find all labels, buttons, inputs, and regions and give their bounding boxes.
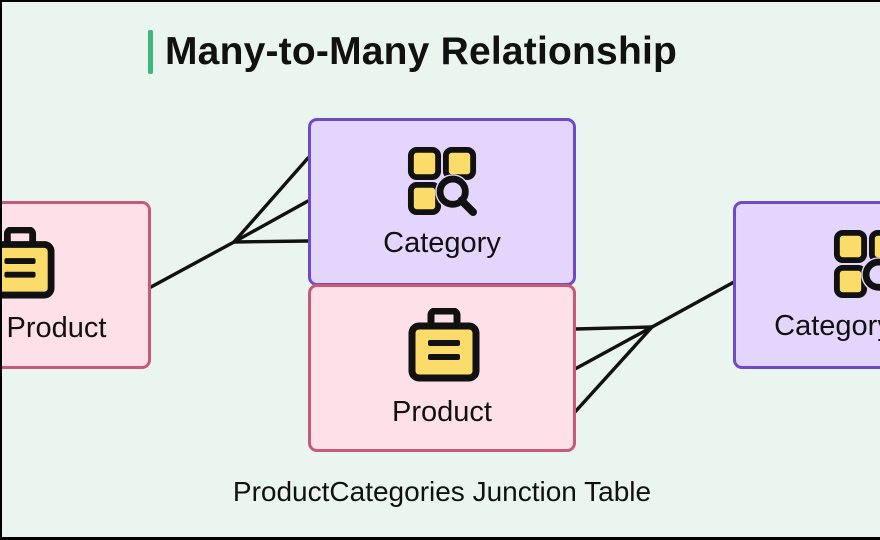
category-search-icon <box>407 146 477 216</box>
title-block: Many-to-Many Relationship <box>148 28 677 76</box>
entity-label-product-center: Product <box>392 396 492 428</box>
briefcase-icon <box>2 227 55 299</box>
entity-product-left: Product <box>2 201 151 369</box>
connector-right-crowfoot-middle <box>573 325 654 371</box>
connector-right-category-stem <box>650 280 736 329</box>
connector-left-crowfoot-middle <box>232 199 310 244</box>
entity-label-category-right: Category <box>774 310 880 342</box>
connector-left-crowfoot-lower <box>232 239 310 244</box>
junction-table-caption: ProductCategories Junction Table <box>232 476 652 507</box>
category-search-icon <box>833 229 880 299</box>
entity-label-category-center: Category <box>383 227 501 259</box>
briefcase-icon <box>408 308 480 382</box>
diagram-title: Many-to-Many Relationship <box>165 30 678 73</box>
entity-product-center: Product <box>308 284 576 452</box>
entity-label-product-left: Product <box>6 312 107 344</box>
connector-left-crowfoot-upper <box>232 156 310 244</box>
entity-category-right: Category <box>733 201 880 369</box>
connector-right-crowfoot-upper <box>573 325 654 331</box>
entity-category-center: Category <box>308 118 576 286</box>
connector-right-crowfoot-lower <box>573 325 654 414</box>
title-accent-bar <box>148 30 153 74</box>
connector-left-product-stem <box>149 240 236 289</box>
